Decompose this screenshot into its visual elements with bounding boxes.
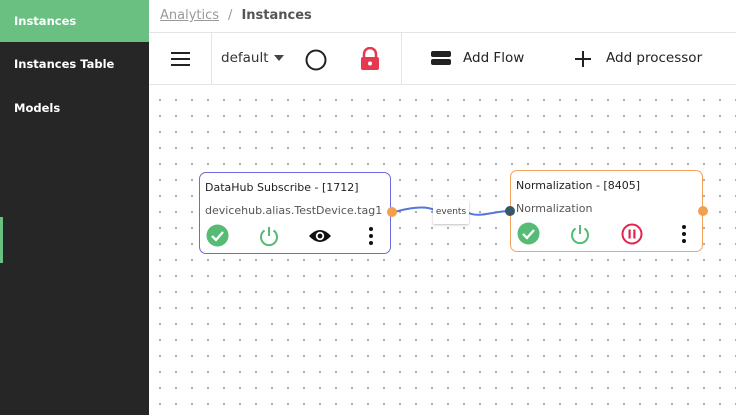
breadcrumb-current: Instances bbox=[241, 8, 312, 23]
flow-icon bbox=[430, 50, 452, 66]
namespace-value: default bbox=[221, 50, 269, 66]
sidebar-item-models[interactable]: Models bbox=[14, 101, 61, 115]
add-processor-label: Add processor bbox=[606, 50, 703, 66]
processor-node-normalization[interactable]: Normalization - [8405] Normalization bbox=[505, 170, 708, 252]
toolbar-divider bbox=[401, 33, 402, 84]
toolbar-divider bbox=[211, 33, 212, 84]
add-flow-button[interactable]: Add Flow bbox=[430, 33, 530, 84]
edge-label-events[interactable]: events bbox=[433, 200, 469, 224]
add-processor-button[interactable]: Add processor bbox=[574, 33, 724, 84]
add-flow-label: Add Flow bbox=[463, 50, 525, 66]
output-port[interactable] bbox=[387, 207, 397, 217]
plus-icon bbox=[574, 50, 592, 68]
lock-icon[interactable] bbox=[359, 47, 381, 71]
output-port[interactable] bbox=[698, 206, 708, 216]
eye-icon[interactable] bbox=[308, 228, 332, 244]
check-circle-icon[interactable] bbox=[206, 224, 229, 247]
status-circle-icon[interactable] bbox=[305, 49, 327, 71]
node-subtitle: Normalization bbox=[516, 202, 593, 215]
pause-circle-icon[interactable] bbox=[621, 223, 643, 245]
node-subtitle: devicehub.alias.TestDevice.tag1 bbox=[205, 204, 383, 217]
sidebar-indicator bbox=[0, 217, 3, 263]
node-title: DataHub Subscribe - [1712] bbox=[205, 181, 359, 194]
flow-canvas[interactable]: events DataHub Subscribe - [1712] device… bbox=[149, 85, 736, 415]
toolbar: default Add Flow Add processor bbox=[149, 32, 736, 85]
breadcrumb-separator: / bbox=[228, 8, 233, 23]
node-title: Normalization - [8405] bbox=[516, 179, 640, 192]
breadcrumb-analytics-link[interactable]: Analytics bbox=[160, 8, 220, 23]
breadcrumb: Analytics / Instances bbox=[160, 0, 312, 32]
check-circle-icon[interactable] bbox=[517, 222, 540, 245]
power-icon[interactable] bbox=[258, 225, 280, 247]
sidebar: Instances Instances Table Models bbox=[0, 0, 149, 415]
hamburger-menu-icon[interactable] bbox=[170, 50, 192, 68]
more-vertical-icon[interactable] bbox=[681, 224, 687, 244]
processor-node-datahub-subscribe[interactable]: DataHub Subscribe - [1712] devicehub.ali… bbox=[199, 172, 397, 254]
more-vertical-icon[interactable] bbox=[368, 226, 374, 246]
namespace-dropdown[interactable]: default bbox=[221, 33, 284, 84]
power-icon[interactable] bbox=[569, 223, 591, 245]
sidebar-item-instances[interactable]: Instances bbox=[0, 0, 149, 42]
caret-down-icon bbox=[274, 55, 284, 61]
input-port[interactable] bbox=[505, 206, 515, 216]
sidebar-item-instances-table[interactable]: Instances Table bbox=[14, 57, 115, 71]
